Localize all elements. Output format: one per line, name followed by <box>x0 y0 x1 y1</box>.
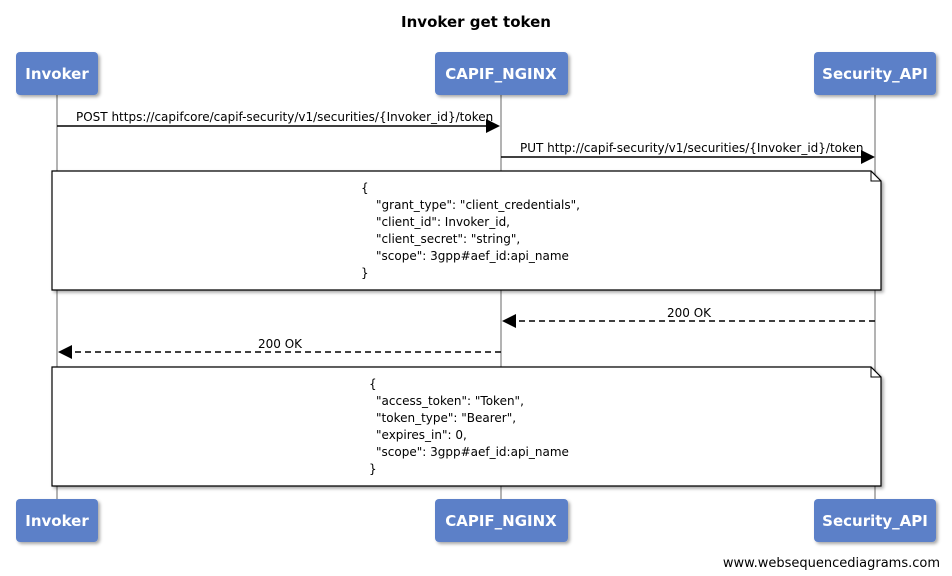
actor-label: Security_API <box>822 65 928 83</box>
actor-label: CAPIF_NGINX <box>445 65 557 83</box>
note-line: "client_id": Invoker_id, <box>376 215 510 229</box>
note-line: } <box>369 462 377 476</box>
message-put-token: PUT http://capif-security/v1/securities/… <box>501 141 875 164</box>
message-label: 200 OK <box>258 337 303 351</box>
actor-invoker-bottom: Invoker <box>16 499 98 542</box>
message-label: 200 OK <box>667 306 712 320</box>
actor-security-api-top: Security_API <box>814 52 936 95</box>
note-line: "expires_in": 0, <box>376 428 467 442</box>
message-200-ok-security: 200 OK <box>502 306 875 328</box>
actor-invoker-top: Invoker <box>16 52 98 95</box>
message-200-ok-nginx: 200 OK <box>58 337 501 359</box>
message-post-token: POST https://capifcore/capif-security/v1… <box>57 110 500 133</box>
actor-label: Invoker <box>25 512 89 530</box>
note-line: "client_secret": "string", <box>376 232 520 246</box>
arrowhead-icon <box>861 150 875 164</box>
watermark-link[interactable]: www.websequencediagrams.com <box>723 556 940 571</box>
note-line: "grant_type": "client_credentials", <box>376 198 580 212</box>
actor-label: Invoker <box>25 65 89 83</box>
arrowhead-icon <box>486 119 500 133</box>
actor-capif-nginx-bottom: CAPIF_NGINX <box>435 499 568 542</box>
note-line: { <box>361 181 369 195</box>
message-label: PUT http://capif-security/v1/securities/… <box>520 141 864 155</box>
arrowhead-icon <box>502 314 516 328</box>
actor-security-api-bottom: Security_API <box>814 499 936 542</box>
actor-label: CAPIF_NGINX <box>445 512 557 530</box>
note-line: "scope": 3gpp#aef_id:api_name <box>376 445 569 459</box>
actor-label: Security_API <box>822 512 928 530</box>
note-request-body: { "grant_type": "client_credentials", "c… <box>51 170 882 291</box>
arrowhead-icon <box>58 345 72 359</box>
note-line: "token_type": "Bearer", <box>376 411 516 425</box>
note-line: { <box>369 377 377 391</box>
note-line: "scope": 3gpp#aef_id:api_name <box>376 249 569 263</box>
diagram-title: Invoker get token <box>401 13 551 31</box>
note-line: } <box>361 266 369 280</box>
message-label: POST https://capifcore/capif-security/v1… <box>76 110 493 124</box>
actor-capif-nginx-top: CAPIF_NGINX <box>435 52 568 95</box>
note-response-body: { "access_token": "Token", "token_type":… <box>51 366 882 487</box>
note-line: "access_token": "Token", <box>376 394 524 408</box>
